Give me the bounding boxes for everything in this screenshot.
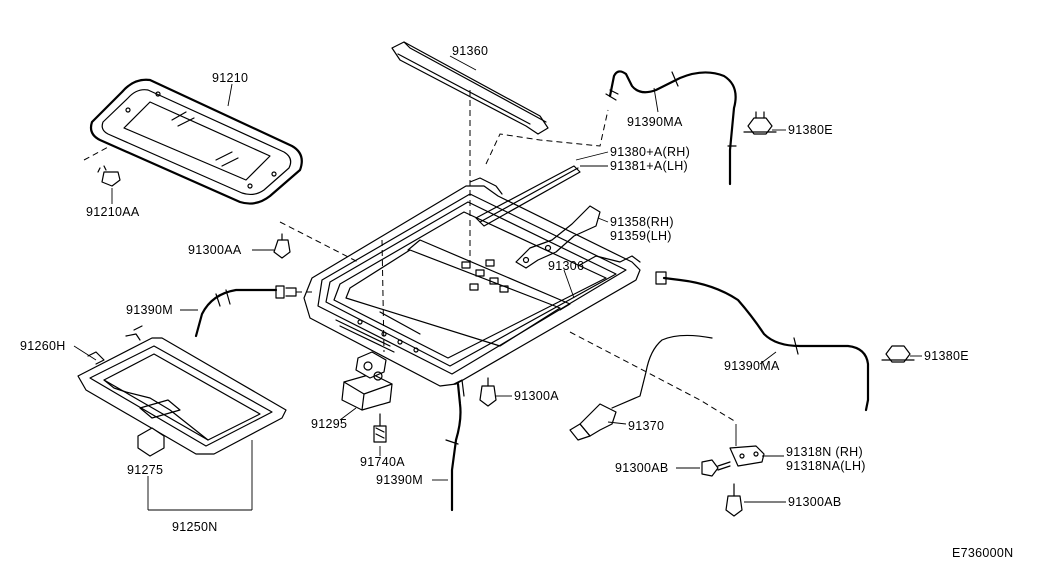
sunroof-motor-part: [341, 351, 393, 411]
label-91381A: 91381+A(LH): [610, 159, 688, 173]
label-91380A: 91380+A(RH): [610, 145, 690, 159]
front-drain-hose-left-part: [194, 285, 297, 338]
drive-cable-part: [569, 334, 713, 441]
label-91390M-left: 91390M: [126, 303, 173, 317]
label-91210AA: 91210AA: [86, 205, 140, 219]
diagram-code: E736000N: [952, 546, 1013, 560]
label-91359: 91359(LH): [610, 229, 672, 243]
screw-91740A-part: [373, 413, 387, 443]
grommet-91380E-top-part: [743, 111, 777, 135]
front-drain-hose-bottom-part: [445, 379, 465, 512]
label-91210: 91210: [212, 71, 248, 85]
screw-91210AA-part: [97, 165, 121, 187]
bracket-91318N-part: [729, 445, 765, 467]
label-91300A: 91300A: [514, 389, 559, 403]
sunshade-part: [77, 337, 287, 455]
label-91318NA: 91318NA(LH): [786, 459, 866, 473]
label-91250N: 91250N: [172, 520, 218, 534]
label-91390MA-top: 91390MA: [627, 115, 683, 129]
nut-91300AB-left-part: [701, 459, 731, 477]
side-rail-part: [475, 165, 581, 227]
glass-lid-part: [89, 78, 303, 205]
label-91380E-right: 91380E: [924, 349, 969, 363]
label-91370: 91370: [628, 419, 664, 433]
grommet-91380E-right-part: [881, 345, 915, 363]
bolt-91300A-part: [479, 377, 497, 407]
label-91300AB-left: 91300AB: [615, 461, 669, 475]
label-91260H: 91260H: [20, 339, 66, 353]
label-91390M-bottom: 91390M: [376, 473, 423, 487]
front-rail-part: [391, 41, 549, 135]
bolt-91300AB-right-part: [725, 483, 743, 517]
label-91390MA-right: 91390MA: [724, 359, 780, 373]
sunroof-frame-part: [303, 177, 641, 387]
label-91360: 91360: [452, 44, 488, 58]
label-91300AB-right: 91300AB: [788, 495, 842, 509]
label-91306: 91306: [548, 259, 584, 273]
rear-drain-hose-right-part: [655, 271, 870, 412]
rear-drain-hose-top-part: [605, 70, 737, 186]
label-91318N: 91318N (RH): [786, 445, 863, 459]
label-91295: 91295: [311, 417, 347, 431]
label-91275: 91275: [127, 463, 163, 477]
label-91358: 91358(RH): [610, 215, 674, 229]
label-91380E-top: 91380E: [788, 123, 833, 137]
bolt-91300AA-part: [273, 233, 291, 259]
clip-91275-part: [137, 427, 165, 457]
label-91300AA: 91300AA: [188, 243, 242, 257]
label-91740A: 91740A: [360, 455, 405, 469]
